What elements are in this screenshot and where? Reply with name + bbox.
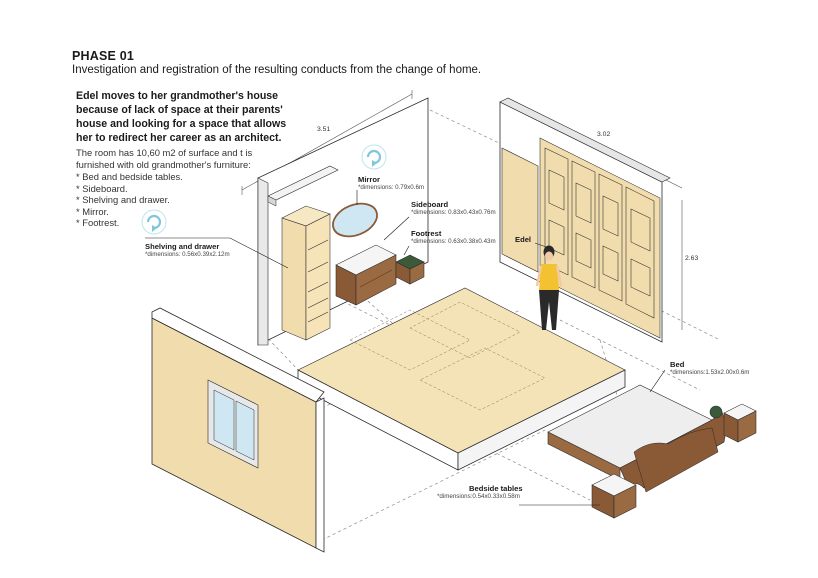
- mirror-name: Mirror: [358, 175, 380, 184]
- list-item: * Bed and bedside tables.: [76, 171, 183, 182]
- height-dimension: 2.63: [685, 255, 699, 262]
- list-item: * Shelving and drawer.: [76, 194, 170, 206]
- list-item: * Mirror.: [76, 205, 109, 217]
- phase-title: PHASE 01: [72, 49, 135, 63]
- mirror-dims: *dimensions: 0.79x0.6m: [358, 184, 425, 191]
- person-edel: [535, 245, 563, 330]
- footrest-label: Footrest *dimensions: 0.63x0.38x0.43m: [411, 229, 496, 246]
- bedside-label: Bedside tables *dimensions:0.54x0.33x0.5…: [437, 484, 523, 501]
- bed-label: Bed *dimensions:1.53x2.00x0.6m: [670, 360, 749, 377]
- shelving-label: Shelving and drawer *dimensions: 0.56x0.…: [145, 242, 230, 259]
- bed-name: Bed: [670, 360, 685, 369]
- refresh-icon: [361, 144, 387, 170]
- footrest-dims: *dimensions: 0.63x0.38x0.43m: [411, 238, 496, 245]
- list-item: * Sideboard.: [76, 182, 128, 194]
- sideboard: [335, 244, 397, 306]
- bed: [547, 384, 726, 493]
- bed-dims: *dimensions:1.53x2.00x0.6m: [670, 369, 750, 376]
- edel-name: Edel: [515, 235, 532, 244]
- bedside-table: [591, 473, 637, 519]
- leader-lines: [145, 190, 666, 506]
- footrest: [395, 254, 425, 285]
- refresh-icon: [141, 209, 167, 235]
- bedside-name: Bedside tables: [469, 484, 523, 493]
- intro-statement: Edel moves to her grandmother's house be…: [76, 90, 287, 144]
- sideboard-dims: *dimensions: 0.83x0.43x0.76m: [411, 209, 496, 216]
- sideboard-label: Sideboard *dimensions: 0.83x0.43x0.76m: [411, 200, 496, 217]
- bedside-dims: *dimensions:0.54x0.33x0.58m: [437, 493, 520, 500]
- intro-body: The room has 10,60 m2 of surface and t i…: [76, 147, 253, 170]
- left-wall-dimension: 3.51: [317, 126, 331, 133]
- shelving-unit: [281, 205, 331, 341]
- sideboard-name: Sideboard: [411, 200, 449, 209]
- edel-label: Edel: [515, 235, 531, 244]
- mirror: [332, 202, 378, 238]
- list-item: * Footrest.: [76, 217, 120, 229]
- shelving-dims: *dimensions: 0.56x0.39x2.12m: [145, 251, 230, 258]
- right-wall-dimension: 3.02: [597, 131, 611, 138]
- mirror-label: Mirror *dimensions: 0.79x0.6m: [358, 175, 424, 192]
- phase-subtitle: Investigation and registration of the re…: [72, 64, 482, 76]
- bedside-table: [709, 403, 757, 443]
- furniture-list: * Bed and bedside tables. * Sideboard. *…: [76, 171, 183, 229]
- wardrobe-doors: [539, 137, 661, 339]
- footrest-name: Footrest: [411, 229, 442, 238]
- shelving-name: Shelving and drawer: [145, 242, 220, 251]
- front-left-wall: [151, 307, 325, 553]
